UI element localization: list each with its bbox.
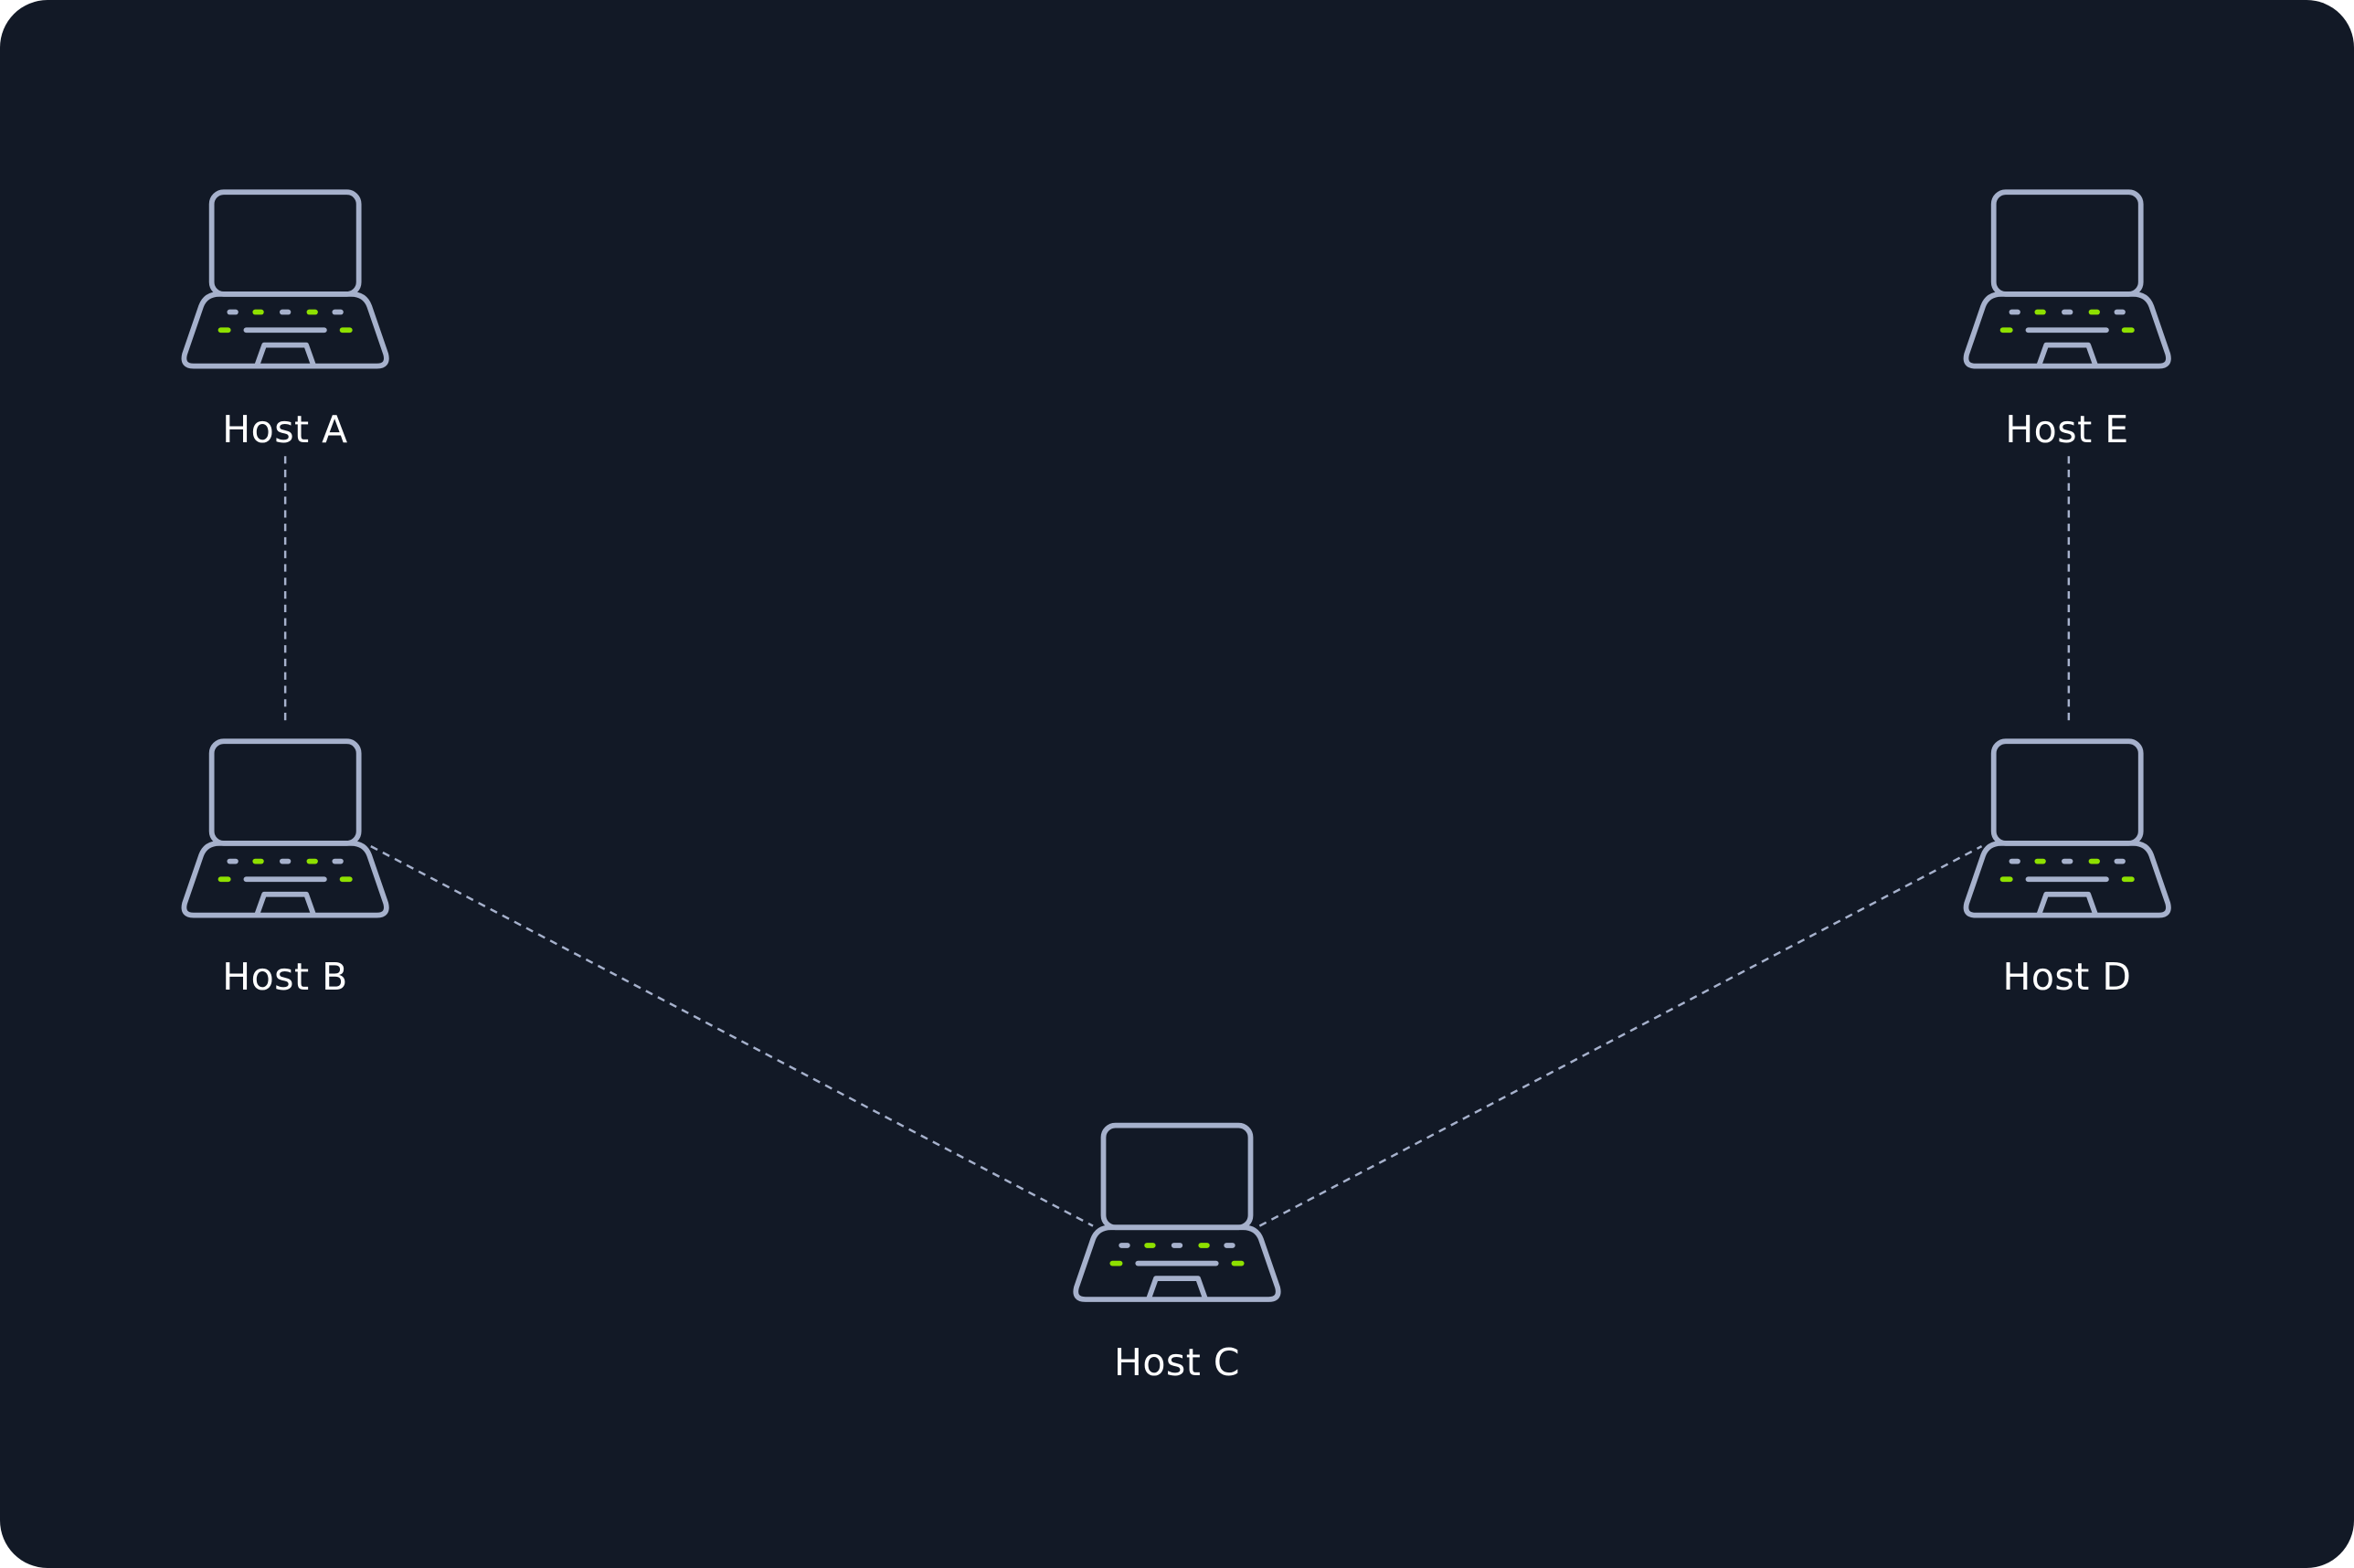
laptop-icon <box>1966 741 2168 915</box>
laptop-icon <box>184 741 386 915</box>
host-label: Host B <box>222 955 348 999</box>
connector-c-d <box>1258 845 1983 1227</box>
laptop-icon <box>184 192 386 366</box>
laptop-icon <box>1076 1126 1278 1299</box>
host-label: Host D <box>2002 955 2132 999</box>
host-label: Host C <box>1113 1340 1240 1384</box>
host-label: Host E <box>2005 408 2129 451</box>
connector-b-c <box>370 845 1094 1227</box>
host-label: Host A <box>222 408 348 451</box>
laptop-icon <box>1966 192 2168 366</box>
